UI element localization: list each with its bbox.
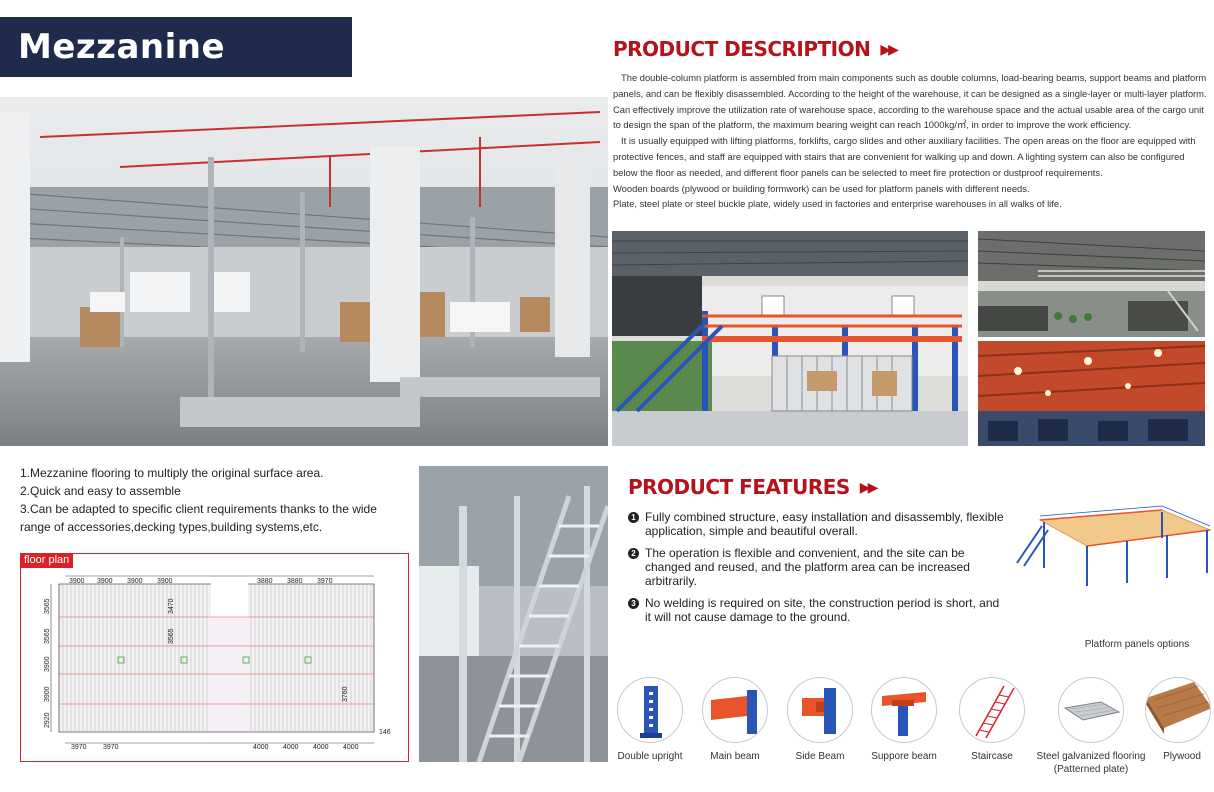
fp-top-dim: 3900 (69, 578, 85, 585)
fp-right-dim: 146 (379, 729, 391, 736)
platform-panels-options-title: Platform panels options (1084, 639, 1190, 650)
double-arrow-icon: ▶▶ (880, 42, 898, 58)
fp-left-dim: 2920 (44, 712, 51, 728)
benefit-item: 1.Mezzanine flooring to multiply the ori… (20, 466, 324, 480)
fp-bottom-dim: 4000 (313, 744, 329, 751)
product-description-title: PRODUCT DESCRIPTION (613, 37, 871, 61)
description-paragraph: It is usually equipped with lifting plat… (613, 135, 1196, 178)
component-label: Main beam (710, 751, 760, 762)
plywood-icon (1145, 677, 1211, 743)
double-arrow-icon: ▶▶ (859, 480, 878, 496)
factory-orange-ceiling-photo (978, 341, 1205, 446)
feature-number-icon: 1 (628, 512, 639, 523)
description-paragraph: The double-column platform is assembled … (613, 72, 1207, 131)
fp-left-dim: 3565 (44, 628, 51, 644)
side-beam-icon (787, 677, 853, 743)
page-title: Mezzanine Racking (0, 17, 352, 127)
fp-inner-dim: 3565 (168, 628, 175, 644)
fp-top-dim: 3900 (97, 578, 113, 585)
double-upright-icon (617, 677, 683, 743)
fp-left-dim: 3900 (44, 656, 51, 672)
fp-top-dim: 3880 (287, 578, 303, 585)
fp-bottom-dim: 3970 (103, 744, 119, 751)
product-description-text: The double-column platform is assembled … (613, 70, 1211, 212)
main-warehouse-photo (0, 97, 608, 446)
fp-left-dim: 3565 (44, 598, 51, 614)
fp-bottom-dim: 3970 (71, 744, 87, 751)
fp-top-dim: 3900 (127, 578, 143, 585)
features-list: 1 Fully combined structure, easy install… (628, 510, 1008, 632)
description-paragraph: Wooden boards (plywood or building formw… (613, 182, 1030, 194)
staircase-icon (959, 677, 1025, 743)
floor-plan-frame: 3900 3900 3900 3900 3880 3880 3970 3970 … (20, 553, 409, 762)
feature-text: The operation is flexible and convenient… (645, 546, 970, 588)
feature-item: 1 Fully combined structure, easy install… (628, 510, 1008, 538)
product-features-title: PRODUCT FEATURES (628, 475, 850, 499)
component-label: Side Beam (795, 751, 845, 762)
floor-plan-label: floor plan (20, 553, 74, 568)
feature-item: 2 The operation is flexible and convenie… (628, 546, 1008, 588)
fp-left-dim: 3900 (44, 686, 51, 702)
benefit-item: 2.Quick and easy to assemble (20, 484, 181, 498)
description-paragraph: Plate, steel plate or steel buckle plate… (613, 198, 1062, 210)
product-description-heading: PRODUCT DESCRIPTION ▶▶ (613, 37, 899, 61)
feature-number-icon: 2 (628, 548, 639, 559)
fp-bottom-dim: 4000 (283, 744, 299, 751)
fp-inner-dim: 3760 (342, 686, 349, 702)
fp-bottom-dim: 4000 (253, 744, 269, 751)
fp-bottom-dim: 4000 (343, 744, 359, 751)
fp-inner-dim: 3470 (168, 598, 175, 614)
component-label: Steel galvanized flooring (1036, 751, 1146, 762)
fp-top-dim: 3880 (257, 578, 273, 585)
factory-mezzanine-photo (978, 231, 1205, 337)
feature-number-icon: 3 (628, 598, 639, 609)
support-beam-icon (871, 677, 937, 743)
component-label: Plywood (1163, 751, 1201, 762)
component-sublabel: (Patterned plate) (1053, 764, 1129, 775)
benefits-list: 1.Mezzanine flooring to multiply the ori… (20, 464, 410, 536)
component-label: Double upright (617, 751, 683, 762)
product-features-heading: PRODUCT FEATURES ▶▶ (628, 475, 878, 499)
feature-text: No welding is required on site, the cons… (645, 596, 1000, 624)
feature-text: Fully combined structure, easy installat… (645, 510, 1004, 538)
component-label: Suppore beam (871, 751, 937, 762)
steel-flooring-icon (1058, 677, 1124, 743)
fp-top-dim: 3900 (157, 578, 173, 585)
fp-top-dim: 3970 (317, 578, 333, 585)
main-beam-icon (702, 677, 768, 743)
feature-item: 3 No welding is required on site, the co… (628, 596, 1008, 624)
benefit-item: 3.Can be adapted to specific client requ… (20, 502, 377, 534)
blue-platform-photo (612, 231, 968, 446)
platform-illustration (1012, 498, 1212, 588)
component-label: Staircase (971, 751, 1013, 762)
staircase-photo (419, 466, 608, 762)
